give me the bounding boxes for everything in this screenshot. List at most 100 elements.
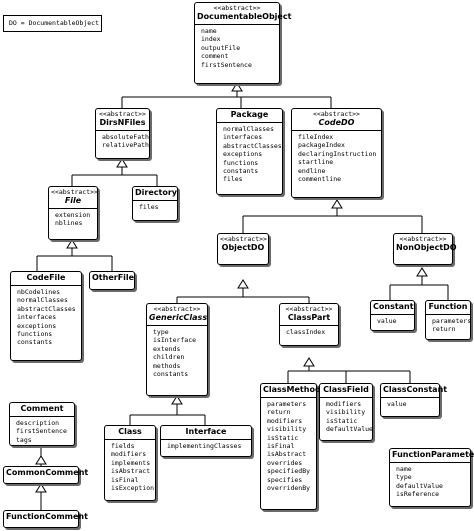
class-attribute: index	[201, 35, 221, 44]
class-header: <<abstract>>GenericClass	[147, 304, 207, 326]
class-name: ClassField	[323, 385, 369, 394]
class-name: CodeFile	[26, 273, 66, 282]
class-attribute: interfaces	[223, 133, 263, 142]
class-attribute: files	[139, 203, 159, 211]
class-name: NonObjectDO	[396, 243, 457, 252]
class-attribute: exceptions	[17, 321, 57, 330]
class-stereotype: <<abstract>>	[313, 110, 360, 118]
class-attribute: defaultValue	[396, 481, 443, 490]
class-attribute: comment	[201, 52, 229, 61]
class-attribute: implementingClasses	[167, 442, 242, 450]
class-name: GenericClass	[149, 313, 208, 322]
class-header: Class	[105, 426, 155, 440]
class-attribute: type	[396, 473, 412, 482]
class-name: Class	[118, 427, 142, 436]
class-header: FunctionParameter	[390, 449, 474, 463]
class-attribute: modifiers	[267, 416, 303, 425]
class-attribute: isAbstract	[267, 450, 307, 459]
class-header: FunctionComment	[4, 511, 88, 524]
class-attribute: abstractClasses	[17, 304, 76, 313]
class-header: <<abstract>>ObjectDO	[218, 234, 268, 255]
class-name: Function	[428, 302, 468, 311]
class-stereotype: <<abstract>>	[99, 110, 146, 118]
class-class-part: <<abstract>>ClassPart classIndex	[279, 303, 339, 346]
class-function-comment: FunctionComment	[3, 510, 88, 528]
class-attribute: defaultValue	[326, 425, 373, 434]
class-name: CommonComment	[6, 468, 89, 477]
class-other-file: OtherFile	[89, 271, 135, 290]
class-header: Package	[217, 109, 282, 123]
class-attribute: overrides	[267, 458, 303, 467]
class-attribute: extension	[55, 211, 91, 219]
class-attribute: nblines	[55, 219, 83, 228]
class-header: <<abstract>>NonObjectDO	[394, 234, 457, 255]
class-attribute: parameters	[432, 317, 472, 325]
class-header: ClassMethod	[261, 384, 321, 398]
class-name: File	[64, 196, 82, 205]
class-header: Directory	[133, 187, 177, 201]
class-attribute: firstSentence	[201, 60, 252, 69]
class-attribute: declaringInstruction	[298, 149, 377, 158]
class-name: Directory	[135, 188, 177, 197]
abbreviation-note: DO = DocumentableObject	[3, 15, 102, 32]
class-attribute: outputFile	[201, 43, 241, 52]
class-attribute: extends	[153, 344, 181, 353]
class-attribute: relativePath	[102, 141, 149, 150]
class-attribute: absoluteFath	[102, 133, 149, 141]
class-attribute: name	[201, 27, 217, 35]
generalization-arrowhead-genericclass	[171, 395, 183, 405]
class-header: <<abstract>>ClassPart	[280, 304, 338, 326]
class-name: ObjectDO	[221, 243, 265, 252]
class-header: Function	[426, 301, 470, 315]
class-attribute: isStatic	[267, 433, 299, 442]
class-header: ClassConstant	[381, 384, 447, 398]
class-stereotype: <<abstract>>	[213, 4, 261, 12]
class-directory: Directory files	[132, 186, 178, 221]
class-name: ClassMethod	[263, 385, 321, 394]
class-header: CommonComment	[4, 467, 89, 480]
class-name: DocumentableObject	[197, 12, 292, 21]
generalization-arrowhead-dirsnfiles	[116, 158, 128, 168]
class-attribute: constants	[223, 167, 259, 176]
class-attribute: constants	[17, 338, 53, 347]
class-name: Constant	[373, 302, 414, 311]
class-attribute: visibility	[326, 408, 366, 417]
class-header: CodeFile	[11, 272, 81, 286]
class-attribute: methods	[153, 361, 181, 370]
generalization-arrowhead-objectdo	[237, 279, 249, 289]
class-name: ClassPart	[287, 313, 331, 322]
generalization-arrowhead-comment	[35, 455, 47, 465]
generalization-arrowhead-file	[66, 239, 78, 249]
class-attribute: modifiers	[326, 400, 362, 408]
class-attribute: fileIndex	[298, 133, 334, 141]
class-attribute: normalClasses	[223, 125, 274, 133]
class-attribute: normalClasses	[17, 296, 68, 305]
generalization-arrowhead-nonobjectdo	[416, 267, 428, 277]
class-name: OtherFile	[92, 273, 135, 282]
class-attributes: implementingClasses	[161, 440, 251, 452]
class-attribute: packageIndex	[298, 141, 345, 150]
class-attribute: isStatic	[326, 416, 358, 425]
class-name: DirsNFiles	[99, 118, 146, 127]
class-attribute: value	[387, 400, 407, 408]
class-attribute: value	[377, 317, 397, 325]
class-attribute: tags	[16, 435, 32, 444]
class-name: FunctionComment	[6, 512, 88, 521]
class-attribute: specifiedBy	[267, 467, 311, 476]
class-attribute: classIndex	[286, 328, 326, 336]
class-attribute: isAbstract	[111, 467, 151, 476]
